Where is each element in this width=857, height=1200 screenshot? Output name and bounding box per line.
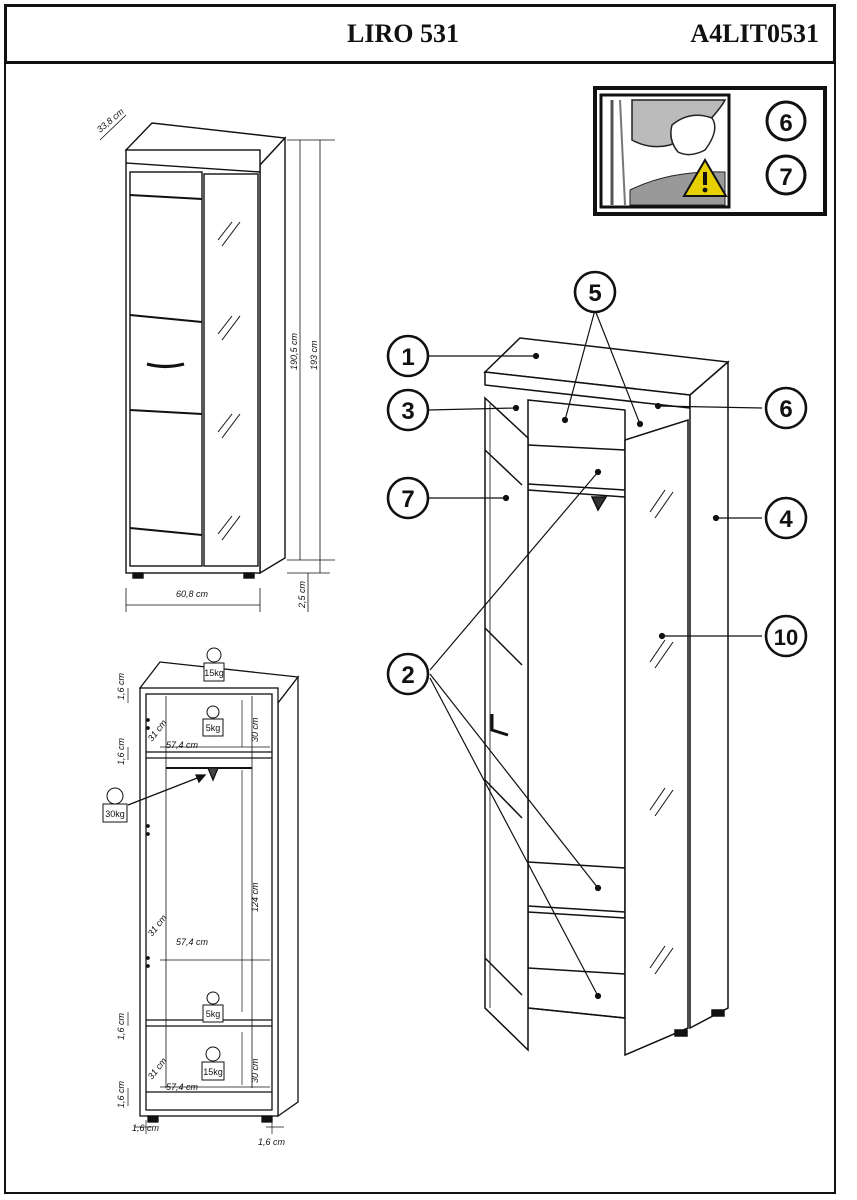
front-height-total: 193 cm [309, 340, 319, 370]
callout-5: 5 [588, 280, 601, 307]
warning-box: 6 7 [593, 86, 827, 216]
open-cabinet-drawing [483, 337, 730, 1057]
step-label-7: 7 [779, 164, 792, 191]
load-shelf-bottom: 5kg [206, 1009, 221, 1019]
weight-icon-shelf-top [202, 705, 224, 737]
front-feet-height: 2,5 cm [297, 580, 307, 609]
load-top: 15kg [204, 668, 224, 678]
load-rail: 30kg [105, 809, 125, 819]
warning-triangle-icon [682, 158, 728, 197]
panel-thickness-1: 1,6 cm [116, 672, 126, 700]
bottom-compartment-height: 30 cm [250, 1058, 260, 1083]
inner-width-1: 57,4 cm [166, 740, 199, 750]
front-height-body: 190,5 cm [289, 332, 299, 370]
step-badge-7 [765, 154, 807, 196]
weight-icon-top [203, 647, 225, 682]
panel-thickness-2: 1,6 cm [116, 737, 126, 765]
callout-3: 3 [401, 398, 414, 425]
page-frame [4, 64, 836, 1194]
callout-4: 4 [779, 506, 793, 533]
model-name: LIRO 531 [347, 19, 459, 48]
callout-badges [386, 270, 808, 696]
inner-width-2: 57,4 cm [176, 937, 209, 947]
weight-icon-rail [102, 787, 128, 823]
load-bottom: 15kg [203, 1067, 223, 1077]
callout-2: 2 [401, 662, 414, 689]
load-shelf-top: 5kg [206, 723, 221, 733]
step-badge-6 [765, 100, 807, 142]
side-panel-left: 1,6 cm [132, 1123, 160, 1133]
side-panel-right: 1,6 cm [258, 1137, 286, 1147]
title-bar: LIRO 531 A4LIT0531 [4, 4, 836, 64]
inner-width-3: 57,4 cm [166, 1082, 199, 1092]
panel-thickness-4: 1,6 cm [116, 1080, 126, 1108]
callout-10: 10 [774, 625, 798, 650]
callout-1: 1 [401, 344, 414, 371]
panel-thickness-3: 1,6 cm [116, 1012, 126, 1040]
callout-7: 7 [401, 486, 414, 513]
top-compartment-height: 30 cm [250, 717, 260, 742]
step-label-6: 6 [779, 110, 792, 137]
weight-icon-bottom [201, 1046, 225, 1081]
interior-view-drawing [127, 661, 300, 1134]
product-code: A4LIT0531 [690, 19, 819, 48]
front-view-drawing [99, 114, 335, 612]
callout-6: 6 [779, 396, 792, 423]
weight-icon-shelf-bottom [202, 991, 224, 1023]
front-width: 60,8 cm [176, 589, 209, 599]
hanging-space-height: 124 cm [250, 882, 260, 912]
callout-leaders [427, 309, 763, 1000]
